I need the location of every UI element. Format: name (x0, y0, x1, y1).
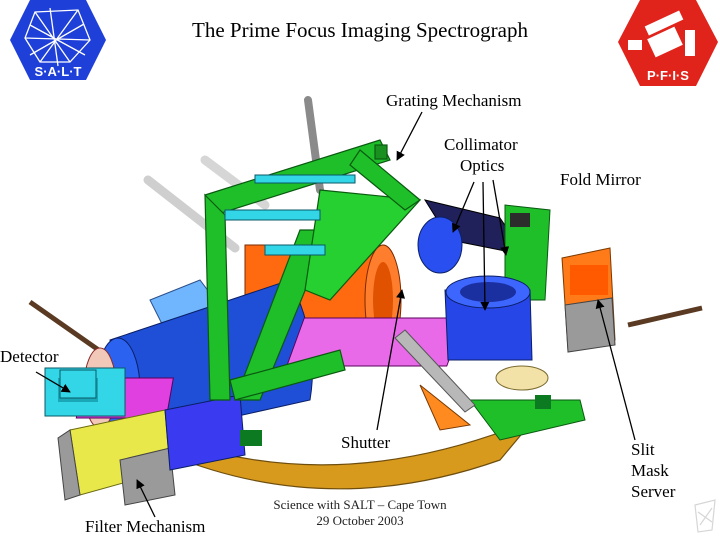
green-rail (469, 399, 586, 441)
cream-disk (495, 365, 549, 391)
label-mask: Mask (631, 461, 669, 480)
cyan-struts (224, 174, 356, 256)
green-end-block-2 (535, 395, 551, 409)
collimator-optics (417, 199, 551, 301)
footer-line-2: 29 October 2003 (316, 513, 404, 528)
camera-barrel (444, 275, 533, 361)
pfis-logo: P·F·I·S (618, 0, 718, 86)
gray-tube (394, 329, 476, 413)
salt-logo-text: S·A·L·T (35, 64, 82, 79)
label-grating-mechanism: Grating Mechanism (386, 91, 522, 110)
pfis-logo-text: P·F·I·S (647, 68, 689, 83)
orange-wedge (419, 384, 472, 431)
label-collimator-line2: Optics (460, 156, 505, 175)
footer-line-1: Science with SALT – Cape Town (273, 497, 447, 512)
slide-title: The Prime Focus Imaging Spectrograph (192, 18, 528, 42)
slit-mask-box (561, 247, 616, 353)
green-end-block (240, 430, 262, 446)
watermark-mark (694, 499, 716, 533)
footer: Science with SALT – Cape Town 29 October… (250, 497, 470, 529)
label-server: Server (631, 482, 676, 501)
green-frame (204, 139, 422, 401)
filter-housing (44, 367, 246, 506)
label-detector: Detector (0, 347, 59, 366)
label-collimator-line1: Collimator (444, 135, 518, 154)
label-shutter: Shutter (341, 433, 391, 452)
label-slit: Slit (631, 440, 655, 459)
label-fold-mirror: Fold Mirror (560, 170, 641, 189)
detector-head (59, 369, 97, 399)
salt-logo: S·A·L·T (10, 0, 106, 80)
label-filter-mechanism: Filter Mechanism (85, 517, 206, 536)
callout-arrows (35, 111, 636, 518)
